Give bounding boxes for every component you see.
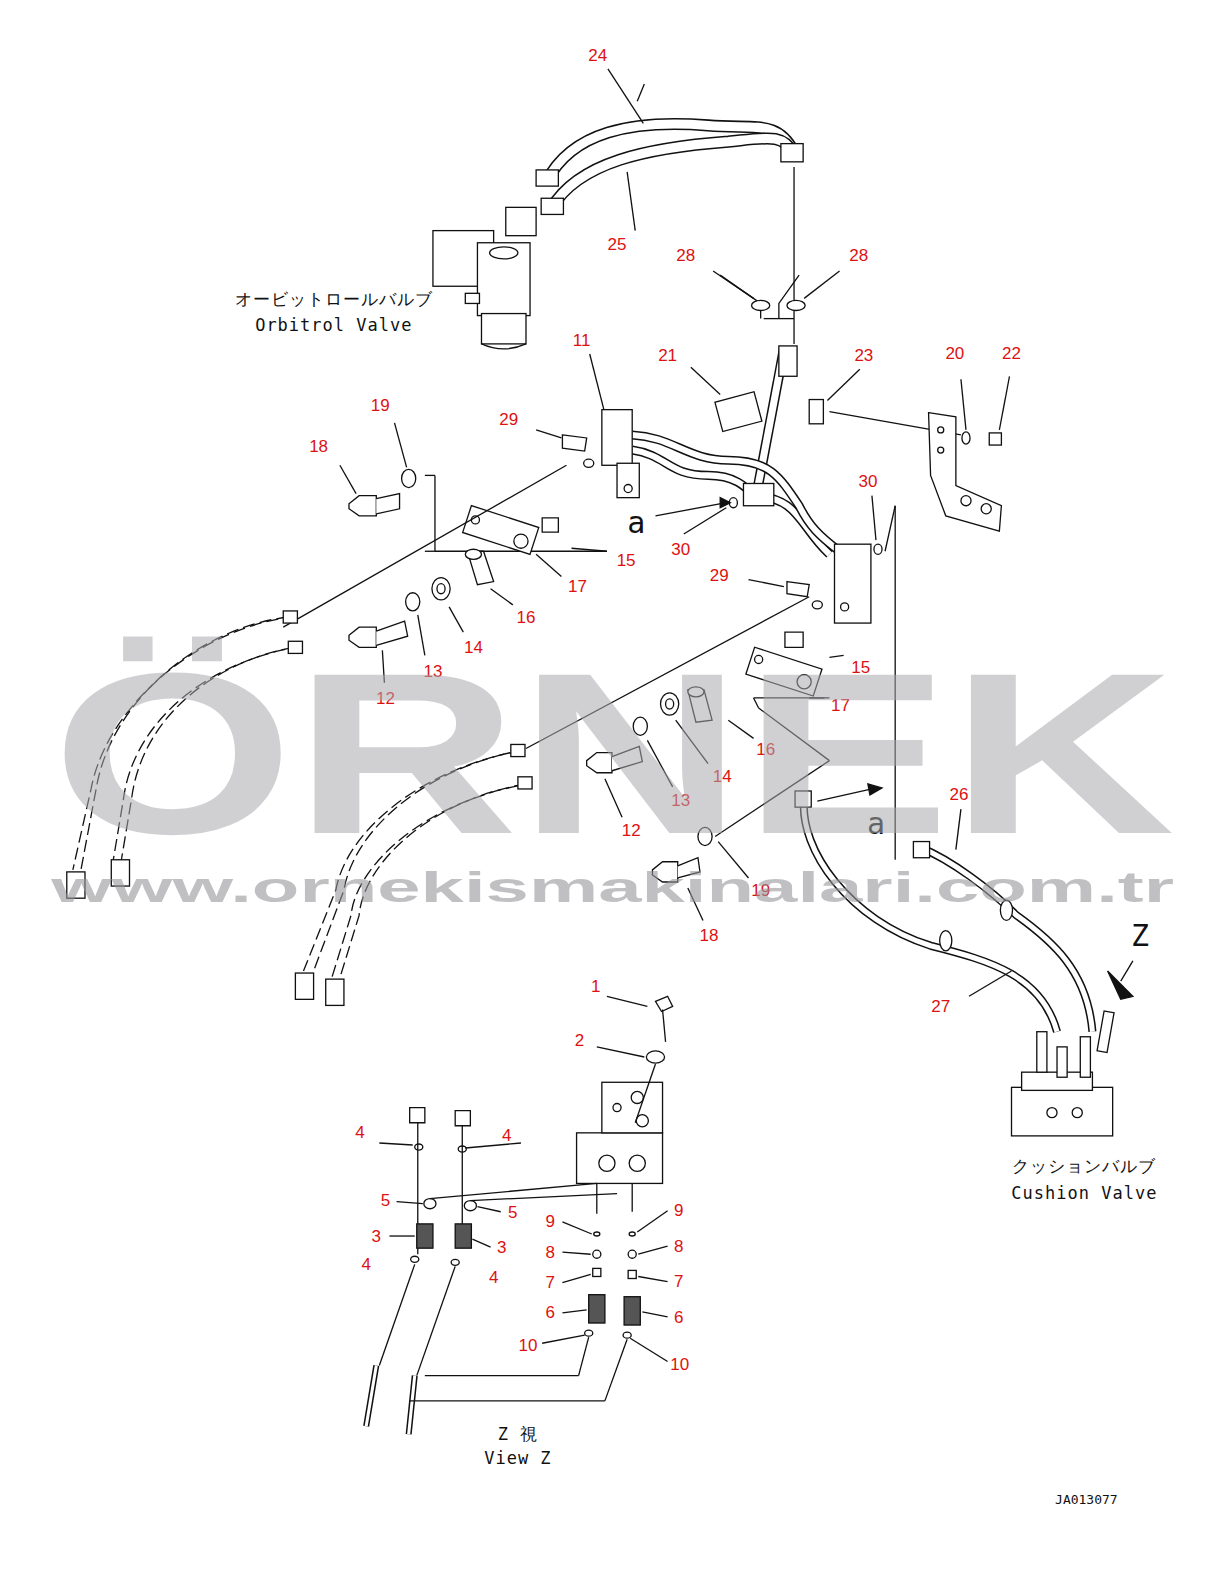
callout-number: 28	[849, 247, 868, 264]
callout-number: 4	[355, 1124, 364, 1141]
callout-number: 9	[546, 1213, 555, 1230]
callout-number: 30	[671, 541, 690, 558]
callout-number: 22	[1002, 345, 1021, 362]
watermark: ÖRNEK	[52, 639, 1175, 869]
callout-number: 6	[546, 1304, 555, 1321]
drawing-number: JA013077	[1055, 1493, 1118, 1506]
watermark-url: www.ornekismakinalari.com.tr	[52, 867, 1175, 909]
callout-number: 7	[546, 1274, 555, 1291]
callout-number: 2	[575, 1032, 584, 1049]
callout-number: 20	[945, 345, 964, 362]
callout-number: 30	[858, 473, 877, 490]
callout-number: 7	[674, 1273, 683, 1290]
part-label: Orbitrol Valve	[255, 317, 412, 334]
callout-number: 16	[517, 609, 536, 626]
callout-number: 19	[371, 397, 390, 414]
callout-number: 9	[674, 1202, 683, 1219]
callout-number: 24	[588, 47, 607, 64]
callout-number: 5	[381, 1192, 390, 1209]
view-marker: Z	[1131, 921, 1149, 951]
callout-number: 28	[676, 247, 695, 264]
part-label: オービットロールバルブ	[235, 291, 433, 308]
callout-number: 18	[700, 927, 719, 944]
callout-number: 4	[502, 1127, 511, 1144]
callout-number: 27	[931, 998, 950, 1015]
callout-number: 8	[546, 1244, 555, 1261]
callout-number: 29	[710, 567, 729, 584]
callout-number: 18	[309, 438, 328, 455]
callout-number: 3	[497, 1239, 506, 1256]
part-label: View Z	[484, 1450, 551, 1467]
callout-number: 3	[372, 1228, 381, 1245]
callout-number: 4	[489, 1269, 498, 1286]
callout-number: 6	[674, 1309, 683, 1326]
callout-number: 21	[658, 347, 677, 364]
callout-number: 11	[573, 332, 591, 349]
callout-number: 8	[674, 1238, 683, 1255]
callout-number: 4	[361, 1256, 370, 1273]
callout-number: 5	[508, 1204, 517, 1221]
callout-number: 1	[591, 978, 600, 995]
callout-number: 17	[568, 578, 587, 595]
callout-number: 15	[617, 552, 636, 569]
callout-number: 23	[854, 347, 873, 364]
callout-number: 29	[499, 411, 518, 428]
part-label: Z 視	[498, 1426, 538, 1443]
part-label: クッションバルブ	[1012, 1158, 1156, 1175]
callout-number: 25	[608, 236, 627, 253]
callout-number: 10	[519, 1337, 538, 1354]
view-marker: a	[627, 508, 645, 538]
part-label: Cushion Valve	[1011, 1185, 1157, 1202]
callout-number: 10	[670, 1356, 689, 1373]
